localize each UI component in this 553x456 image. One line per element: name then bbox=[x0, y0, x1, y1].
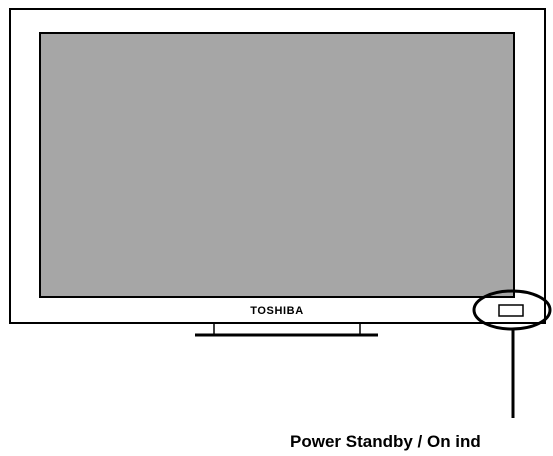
tv-screen bbox=[39, 32, 515, 298]
power-indicator bbox=[498, 304, 524, 317]
tv-stand bbox=[195, 323, 378, 337]
callout-label: Power Standby / On ind bbox=[290, 432, 481, 451]
brand-logo: TOSHIBA bbox=[250, 305, 304, 317]
